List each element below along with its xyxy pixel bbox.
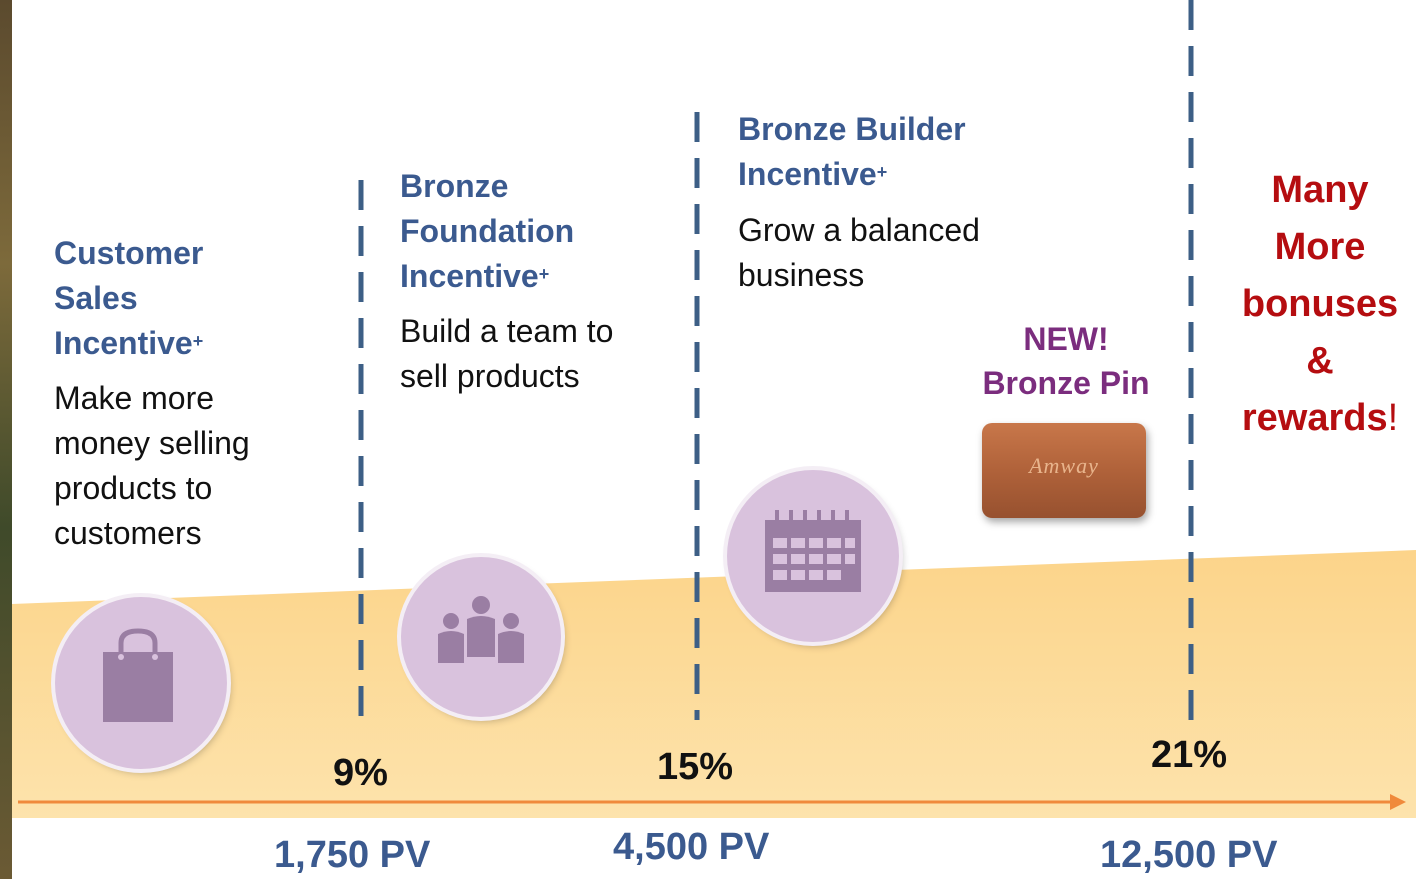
rewards-line: Many	[1271, 169, 1369, 211]
pin-label-line: Bronze Pin	[982, 365, 1150, 401]
shopping-bag-icon	[103, 628, 173, 722]
rewards-line: rewards	[1241, 397, 1388, 439]
bronze-foundation-description: Build a team to sell products	[400, 309, 613, 399]
team-circle	[401, 557, 561, 717]
percent-21: 21%	[1151, 734, 1228, 776]
bronze-pin-image: Amway	[982, 423, 1146, 518]
exclamation-mark: !	[1387, 397, 1399, 439]
title-line: Incentive	[738, 156, 877, 192]
desc-line: business	[738, 257, 865, 293]
title-line: Foundation	[400, 213, 575, 249]
percent-15: 15%	[657, 746, 734, 788]
desc-line: products to	[54, 470, 213, 506]
bronze-builder-description: Grow a balanced business	[738, 208, 980, 298]
title-line: Sales	[54, 280, 138, 316]
calendar-icon	[765, 510, 861, 592]
desc-line: customers	[54, 515, 202, 551]
rewards-line: More	[1274, 226, 1366, 268]
desc-line: Make more	[54, 380, 215, 416]
plus-mark: +	[192, 331, 204, 351]
calendar-circle	[727, 470, 899, 642]
team-icon	[438, 596, 524, 663]
pv-12500: 12,500 PV	[1100, 834, 1278, 876]
rewards-line: bonuses	[1241, 283, 1399, 325]
pin-logo-text: Amway	[1029, 453, 1099, 478]
plus-mark: +	[876, 162, 888, 182]
left-edge-photo-strip	[0, 0, 12, 879]
new-bronze-pin-label: NEW! Bronze Pin	[966, 317, 1166, 405]
desc-line: sell products	[400, 358, 580, 394]
title-line: Incentive	[400, 258, 539, 294]
desc-line: Build a team to	[400, 313, 614, 349]
customer-sales-description: Make more money selling products to cust…	[54, 376, 250, 556]
percent-9: 9%	[333, 752, 388, 794]
bronze-builder-title: Bronze Builder Incentive+	[738, 107, 966, 197]
more-rewards-text: Many More bonuses & rewards!	[1220, 162, 1416, 447]
desc-line: money selling	[54, 425, 250, 461]
plus-mark: +	[538, 264, 550, 284]
title-line: Bronze Builder	[738, 111, 966, 147]
pv-4500: 4,500 PV	[613, 826, 770, 868]
rewards-line: &	[1306, 340, 1334, 382]
pin-label-line: NEW!	[1023, 321, 1109, 357]
shopping-bag-circle	[55, 597, 227, 769]
progress-axis-arrowhead	[1390, 794, 1406, 810]
pv-1750: 1,750 PV	[274, 834, 431, 876]
title-line: Customer	[54, 235, 204, 271]
title-line: Incentive	[54, 325, 193, 361]
title-line: Bronze	[400, 168, 509, 204]
customer-sales-title: Customer Sales Incentive+	[54, 231, 203, 366]
bronze-foundation-title: Bronze Foundation Incentive+	[400, 164, 574, 299]
desc-line: Grow a balanced	[738, 212, 980, 248]
